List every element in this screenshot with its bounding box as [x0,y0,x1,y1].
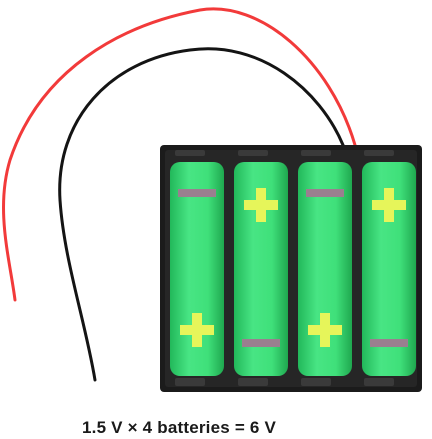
red-wire [2,7,357,302]
plus-sign-icon [372,188,406,222]
plus-sign-icon [308,313,342,347]
minus-sign-icon [306,189,344,197]
battery-cell-1 [170,162,224,376]
plus-sign-icon [244,188,278,222]
battery-cell-2 [234,162,288,376]
battery-cell-3 [298,162,352,376]
battery-cell-4 [362,162,416,376]
battery-voltage-caption: 1.5 V × 4 batteries = 6 V [82,418,277,437]
minus-sign-icon [370,339,408,347]
black-wire [58,47,345,382]
battery-holder [160,145,422,392]
plus-sign-icon [180,313,214,347]
minus-sign-icon [242,339,280,347]
minus-sign-icon [178,189,216,197]
